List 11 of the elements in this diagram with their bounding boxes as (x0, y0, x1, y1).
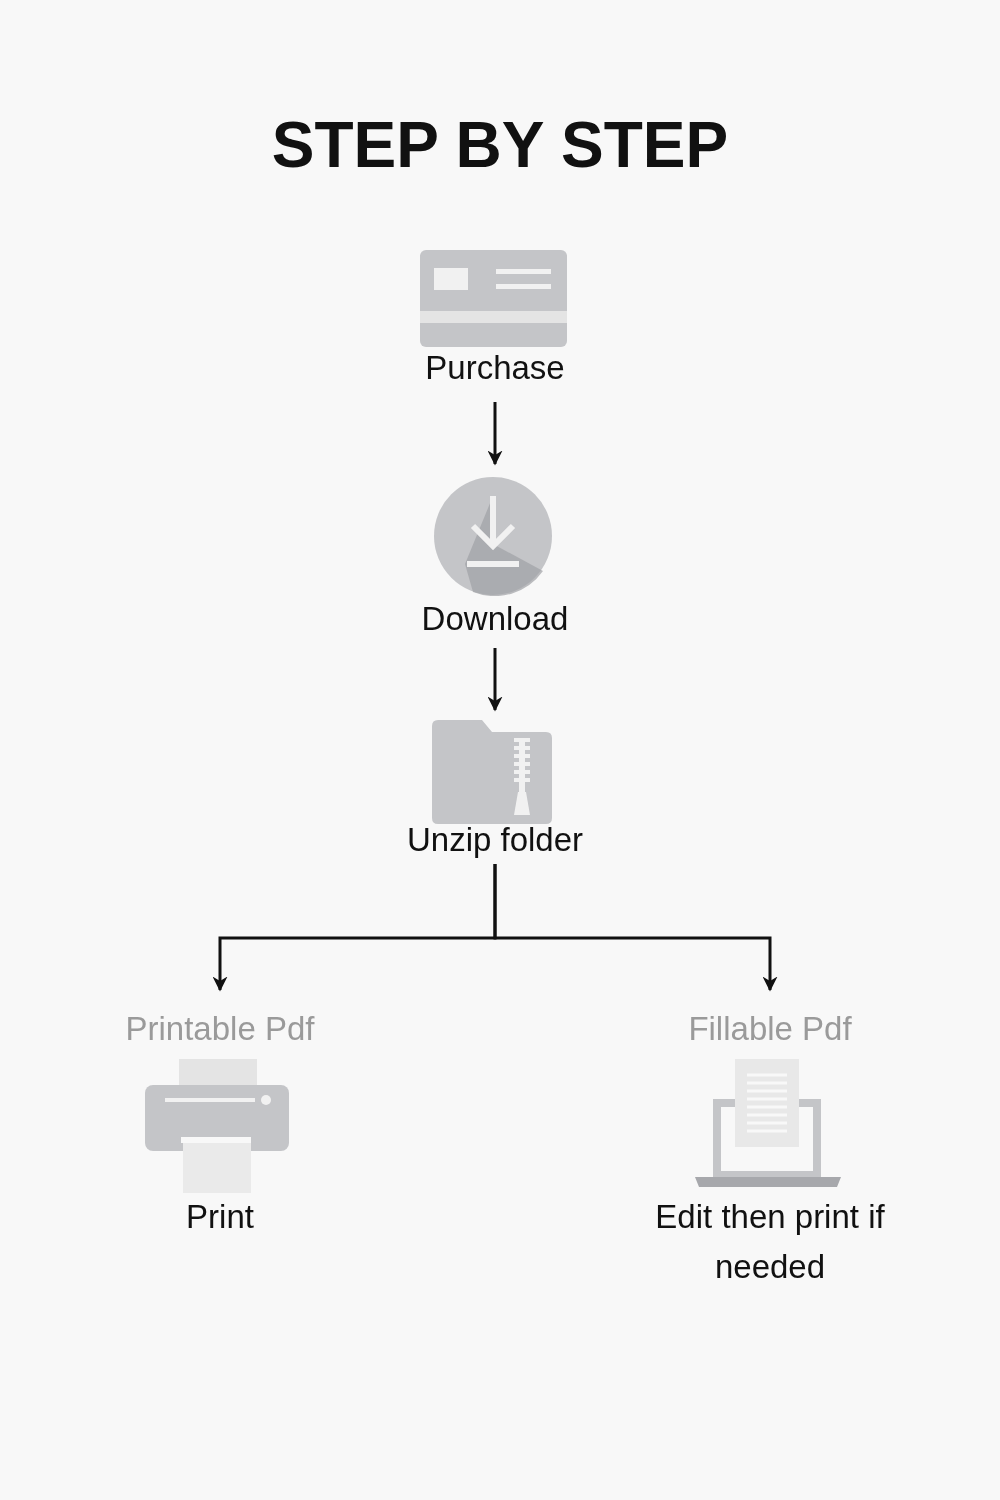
step-label: Download (420, 599, 570, 639)
arrow (493, 864, 778, 992)
step-heading: Printable Pdf (124, 1009, 316, 1049)
step-label: Edit then print if needed (654, 1197, 886, 1287)
step-heading: Fillable Pdf (687, 1009, 853, 1049)
step-label: Purchase (424, 348, 566, 388)
arrow (487, 402, 503, 466)
arrow (487, 648, 503, 712)
step-label: Unzip folder (405, 820, 585, 860)
step-label: Print (185, 1197, 255, 1237)
title: STEP BY STEP (270, 108, 730, 182)
